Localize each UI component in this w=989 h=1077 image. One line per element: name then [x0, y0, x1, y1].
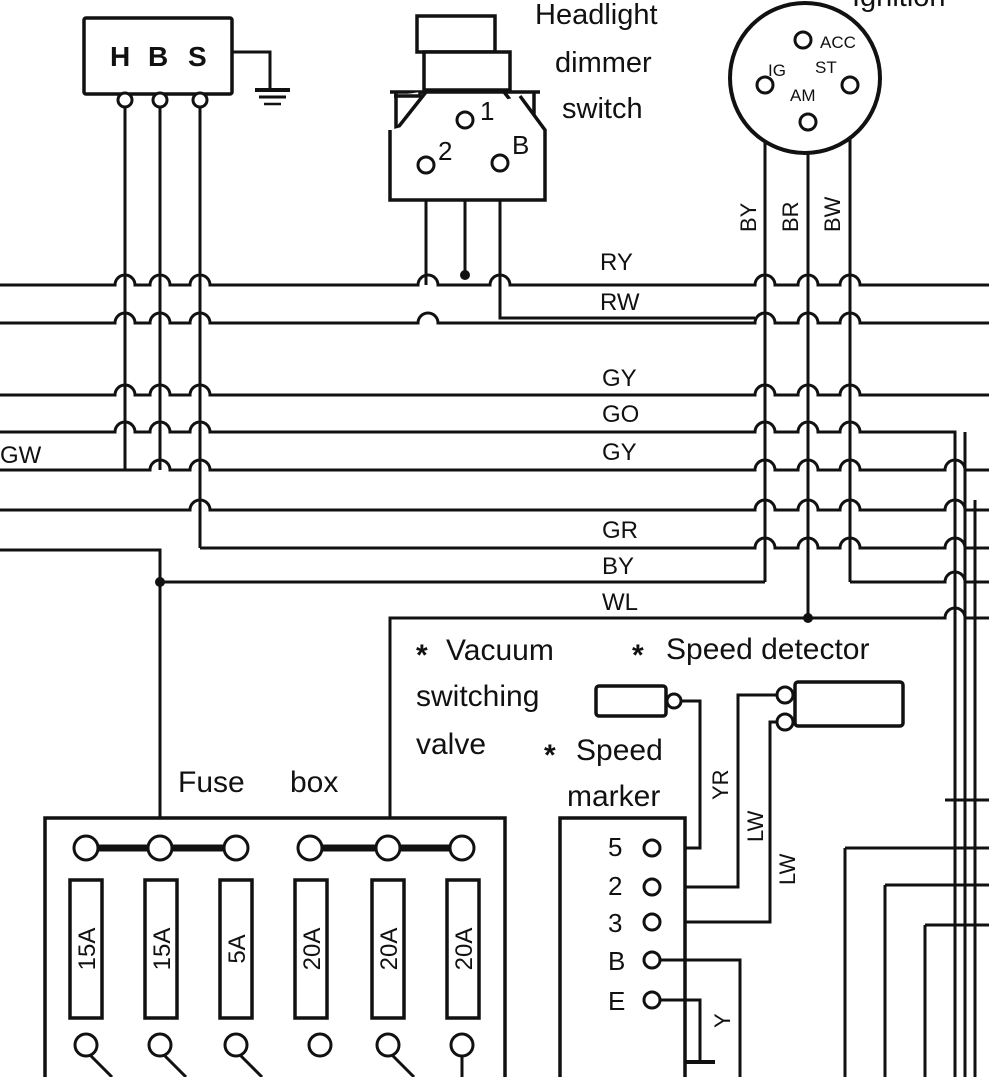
fuse-box: Fuse box 15A 15A 5A 20A 20A 20A	[43, 766, 507, 1077]
marker-wire-lw-2: LW	[775, 853, 800, 885]
relay-terminal-b: B	[148, 41, 168, 72]
speed-marker: * Speed marker 5 2 3 B E YR LW LW Y	[544, 734, 800, 1077]
wire-label-rw: RW	[600, 289, 640, 316]
ignition-switch: Ignition ACC IG ST AM BY BR BW	[728, 0, 946, 232]
relay-terminal-s: S	[188, 41, 207, 72]
wire-label-gw: GW	[0, 442, 42, 469]
horn-relay: H B S	[82, 16, 290, 109]
marker-wire-lw-1: LW	[743, 810, 768, 842]
marker-terminal-5: 5	[608, 832, 622, 862]
fuse-bottom-terminals	[73, 1032, 475, 1077]
marker-terminal-b: B	[608, 946, 625, 976]
marker-wire-y: Y	[710, 1013, 735, 1028]
marker-terminal-2: 2	[608, 871, 622, 901]
fuse-box-title-1: Fuse	[178, 766, 245, 799]
relay-terminal-h: H	[110, 41, 130, 72]
marker-terminal-3: 3	[608, 908, 622, 938]
ignition-partial-title: Ignition	[852, 0, 946, 13]
dimmer-terminal-2: 2	[438, 136, 452, 166]
ignition-pos-acc: ACC	[820, 33, 856, 52]
speed-marker-title-1: Speed	[576, 734, 663, 767]
ignition-wire-by: BY	[736, 202, 761, 232]
ignition-wire-br: BR	[778, 201, 803, 232]
fuse-1-rating: 15A	[74, 928, 101, 971]
vacuum-sub-1: switching	[416, 680, 539, 713]
fuse-2-rating: 15A	[149, 928, 176, 971]
wire-label-ry: RY	[600, 249, 633, 276]
speed-marker-title-2: marker	[567, 780, 660, 813]
wire-label-gy-upper: GY	[602, 365, 637, 392]
ignition-pos-ig: IG	[768, 61, 786, 80]
marker-wire-yr: YR	[708, 769, 733, 800]
fuse-3-rating: 5A	[224, 934, 251, 963]
fuse-4-rating: 20A	[299, 928, 326, 971]
vacuum-title: Vacuum	[446, 634, 554, 667]
vertical-wires	[123, 85, 989, 1077]
wire-label-gy-lower: GY	[602, 439, 637, 466]
ignition-pos-am: AM	[790, 86, 816, 105]
wire-label-gr: GR	[602, 517, 638, 544]
ground-symbol	[255, 88, 290, 106]
wire-label-wl: WL	[602, 589, 638, 616]
dimmer-title-line-2: dimmer	[555, 47, 652, 79]
fuse-box-title-2: box	[290, 766, 338, 799]
wire-label-by: BY	[602, 553, 634, 580]
vacuum-asterisk: *	[416, 639, 428, 672]
fuse-elements	[68, 878, 481, 1020]
junction-dots	[155, 270, 813, 623]
headlight-dimmer-switch: 2 1 B Headlight dimmer switch	[388, 0, 658, 202]
bus-wire-labels: RY RW GY GO GY GR BY WL GW	[0, 249, 640, 616]
ignition-wire-bw: BW	[820, 196, 845, 232]
dimmer-terminal-1: 1	[480, 96, 494, 126]
dimmer-title-line-1: Headlight	[535, 0, 658, 31]
ignition-pos-st: ST	[815, 58, 837, 77]
speed-marker-asterisk: *	[544, 739, 556, 772]
speed-detector-title: Speed detector	[666, 633, 869, 666]
fuse-top-terminals	[72, 834, 476, 862]
fuse-5-rating: 20A	[376, 928, 403, 971]
vacuum-switching-valve: * Vacuum switching valve	[416, 634, 702, 850]
vacuum-sub-2: valve	[416, 728, 486, 761]
dimmer-terminal-b: B	[512, 130, 529, 160]
speed-detector: * Speed detector	[632, 633, 905, 924]
marker-terminal-e: E	[608, 986, 625, 1016]
wire-label-go: GO	[602, 401, 639, 428]
dimmer-title-line-3: switch	[562, 93, 643, 125]
fuse-6-rating: 20A	[451, 928, 478, 971]
speed-detector-asterisk: *	[632, 639, 644, 672]
